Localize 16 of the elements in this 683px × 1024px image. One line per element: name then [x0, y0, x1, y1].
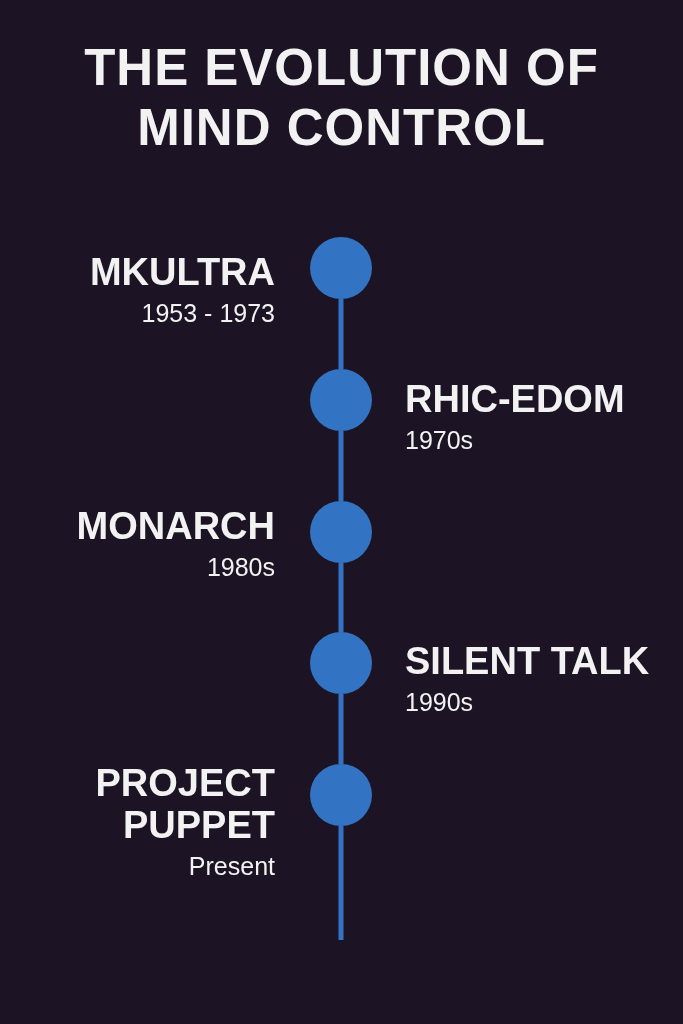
timeline-line [338, 563, 344, 632]
timeline-line [338, 694, 344, 764]
milestone-title: MONARCH [76, 505, 275, 547]
milestone-date: 1990s [405, 688, 474, 716]
milestone-title: PROJECT PUPPET [94, 762, 275, 846]
timeline-line [338, 431, 344, 501]
milestone-date: 1953 - 1973 [141, 299, 275, 327]
milestone-title: RHIC-EDOM [405, 378, 625, 420]
timeline-line [338, 826, 344, 940]
title: THE EVOLUTION OF MIND CONTROL [83, 38, 600, 158]
milestone-date: 1970s [405, 426, 474, 454]
milestone-date: Present [188, 852, 275, 880]
milestone-title: MKULTRA [89, 251, 275, 293]
timeline-line [338, 299, 344, 369]
milestone-date: 1980s [206, 553, 275, 581]
milestone-title: SILENT TALK [405, 640, 650, 682]
